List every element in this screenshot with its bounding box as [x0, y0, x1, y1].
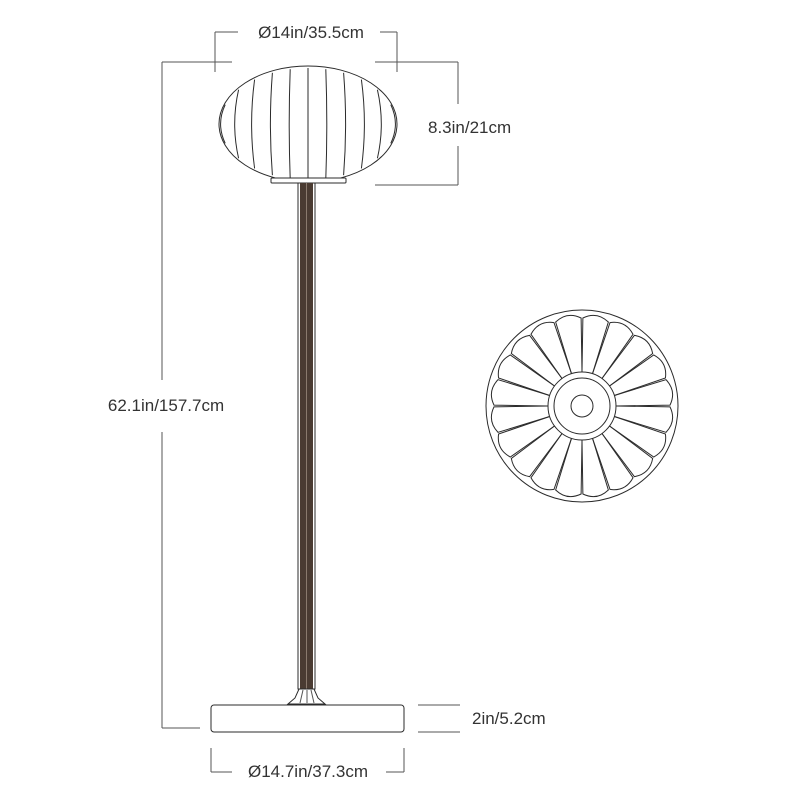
lamp-pole — [297, 182, 316, 690]
shade-rib — [390, 104, 396, 144]
top-view-petal — [555, 438, 583, 498]
total-height-label: 62.1in/157.7cm — [108, 396, 224, 415]
shade-rib — [360, 79, 365, 169]
shade-ribs — [220, 67, 396, 180]
top-view-petal — [601, 425, 654, 478]
top-view-petal — [614, 405, 674, 433]
lamp-shade — [218, 65, 398, 184]
top-view-petal — [530, 321, 572, 379]
top-view-petal — [510, 334, 563, 387]
shade-rib — [288, 69, 291, 179]
shade-rib — [343, 72, 347, 176]
shade-height-label: 8.3in/21cm — [428, 118, 511, 137]
base-height-dimension: 2in/5.2cm — [418, 704, 546, 733]
top-view-petal — [601, 334, 654, 387]
top-view-petal — [490, 405, 550, 433]
top-view-petal — [497, 416, 555, 458]
shade-rib — [220, 104, 226, 144]
top-view-petal — [609, 416, 667, 458]
top-view-petal — [555, 314, 583, 374]
shade-diameter-label: Ø14in/35.5cm — [258, 23, 364, 42]
top-view-petal — [592, 433, 634, 491]
top-view-petal — [609, 354, 667, 396]
top-view-petal — [614, 379, 674, 407]
lamp-top-view — [485, 309, 679, 503]
shade-rib — [269, 72, 273, 176]
top-view-petal — [581, 438, 609, 498]
shade-diameter-dimension: Ø14in/35.5cm — [214, 23, 398, 72]
shade-rib — [376, 89, 382, 159]
base-diameter-dimension: Ø14.7in/37.3cm — [210, 748, 405, 781]
base-diameter-label: Ø14.7in/37.3cm — [248, 762, 368, 781]
lamp-base — [210, 704, 405, 733]
top-view-petal — [581, 314, 609, 374]
shade-rib — [251, 79, 256, 169]
shade-rib — [234, 89, 240, 159]
top-view-petal — [592, 321, 634, 379]
base-height-label: 2in/5.2cm — [472, 709, 546, 728]
top-view-petal — [497, 354, 555, 396]
top-view-petal — [490, 379, 550, 407]
top-view-petal — [530, 433, 572, 491]
pole-collar — [286, 688, 327, 705]
shade-height-dimension: 8.3in/21cm — [375, 61, 511, 186]
top-view-petal — [510, 425, 563, 478]
total-height-dimension: 62.1in/157.7cm — [108, 61, 232, 729]
top-view-petals — [490, 314, 674, 498]
shade-rib — [325, 69, 328, 179]
